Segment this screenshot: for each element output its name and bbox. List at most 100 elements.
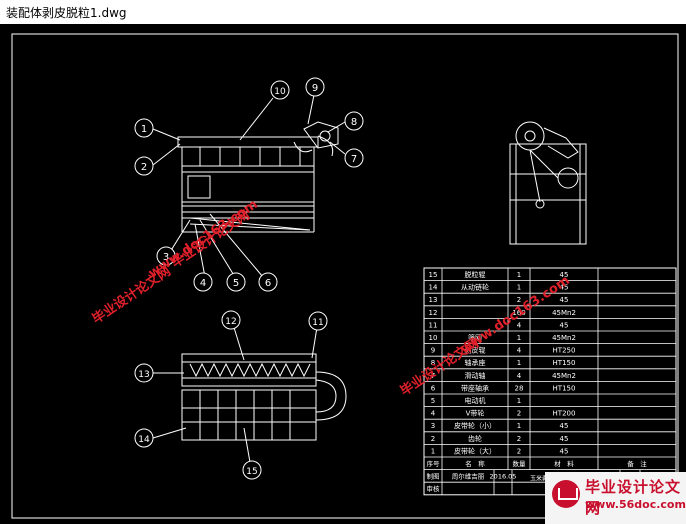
table-cell-name: 筛网 xyxy=(468,333,482,342)
svg-text:15: 15 xyxy=(246,467,257,477)
table-header-name: 名 称 xyxy=(465,459,485,468)
table-cell-qty: 1 xyxy=(517,271,521,279)
svg-text:12: 12 xyxy=(225,317,236,327)
table-cell-name: 皮带轮（小） xyxy=(454,421,496,430)
table-header-remark: 备 注 xyxy=(627,459,647,468)
table-cell-name: V带轮 xyxy=(466,409,485,418)
logo-name: 毕业设计论文网 xyxy=(585,478,682,517)
balloon-13: 13 xyxy=(134,363,154,383)
svg-text:6: 6 xyxy=(265,278,271,289)
title-block-date: 2016.05 xyxy=(490,473,517,481)
logo-url: www.56doc.com xyxy=(585,498,686,511)
table-cell-qty: 2 xyxy=(517,447,521,455)
balloon-12: 12 xyxy=(221,310,241,330)
table-cell-material: 45 xyxy=(560,435,569,443)
svg-text:5: 5 xyxy=(233,278,239,289)
table-header-qty: 数量 xyxy=(513,459,527,468)
table-cell-no: 2 xyxy=(431,435,435,443)
table-cell-qty: 1 xyxy=(517,422,521,430)
table-cell-no: 10 xyxy=(429,334,438,342)
table-cell-material: 45 xyxy=(560,447,569,455)
table-cell-no: 5 xyxy=(431,397,435,405)
balloon-6: 6 xyxy=(258,272,278,292)
svg-text:13: 13 xyxy=(138,370,149,380)
balloon-7: 7 xyxy=(344,148,364,168)
table-cell-material: 45 xyxy=(560,422,569,430)
table-cell-no: 13 xyxy=(429,296,438,304)
svg-text:4: 4 xyxy=(200,278,206,289)
svg-text:1: 1 xyxy=(141,124,147,135)
watermark-left-site-2: 毕业设计论文网 xyxy=(89,263,173,327)
table-cell-no: 14 xyxy=(429,284,438,292)
drawing-frame xyxy=(11,33,679,519)
table-cell-material: 45 xyxy=(560,321,569,329)
svg-text:9: 9 xyxy=(312,83,318,94)
balloon-2: 2 xyxy=(134,156,154,176)
balloon-8: 8 xyxy=(344,111,364,131)
top-view xyxy=(181,353,347,441)
title-block-drawn-label: 制图 xyxy=(427,472,440,481)
table-cell-name: 带座轴承 xyxy=(461,383,489,392)
table-cell-name: 皮带轮（大） xyxy=(454,446,496,455)
table-cell-material: 45Mn2 xyxy=(552,309,576,317)
table-cell-name: 滑动轴 xyxy=(465,371,486,380)
table-cell-material: HT250 xyxy=(553,347,576,355)
svg-text:14: 14 xyxy=(138,435,150,445)
table-cell-qty: 4 xyxy=(517,321,522,329)
table-cell-qty: 4 xyxy=(517,347,522,355)
table-header-no: 序号 xyxy=(427,459,441,468)
svg-text:11: 11 xyxy=(312,318,323,328)
table-cell-qty: 1 xyxy=(517,284,521,292)
table-cell-qty: 1 xyxy=(517,397,521,405)
table-cell-material: HT200 xyxy=(553,410,576,418)
table-cell-qty: 1 xyxy=(517,334,521,342)
balloon-10: 10 xyxy=(270,80,290,100)
table-cell-qty: 1 xyxy=(517,359,521,367)
balloon-14: 14 xyxy=(134,428,154,448)
table-cell-no: 11 xyxy=(429,321,438,329)
table-header-material: 材 料 xyxy=(554,459,574,468)
front-view xyxy=(177,121,339,233)
balloon-9: 9 xyxy=(305,77,325,97)
window-title-bar: 装配体剥皮脱粒1.dwg xyxy=(0,0,686,24)
table-cell-name: 轴承座 xyxy=(465,358,486,367)
svg-text:3: 3 xyxy=(163,252,169,263)
window-title: 装配体剥皮脱粒1.dwg xyxy=(6,6,127,20)
table-cell-qty: 2 xyxy=(517,435,521,443)
table-cell-qty: 28 xyxy=(515,384,524,392)
table-cell-no: 1 xyxy=(431,447,435,455)
table-cell-no: 12 xyxy=(429,309,438,317)
table-cell-qty: 160 xyxy=(512,309,525,317)
side-view xyxy=(509,121,587,245)
site-logo: 毕业设计论文网 www.56doc.com xyxy=(545,472,686,524)
logo-icon xyxy=(552,480,580,508)
table-cell-no: 4 xyxy=(431,410,436,418)
svg-text:10: 10 xyxy=(274,87,286,97)
table-cell-name: 从动链轮 xyxy=(461,283,489,292)
table-cell-material: HT150 xyxy=(553,359,576,367)
table-cell-material: HT150 xyxy=(553,384,576,392)
balloon-3: 3 xyxy=(156,246,176,266)
table-cell-name: 脱粒辊 xyxy=(465,270,486,279)
table-cell-no: 6 xyxy=(431,384,436,392)
table-cell-material: 45Mn2 xyxy=(552,334,576,342)
table-cell-no: 9 xyxy=(431,347,435,355)
table-cell-material: 45 xyxy=(560,296,569,304)
balloon-4: 4 xyxy=(193,272,213,292)
svg-text:2: 2 xyxy=(141,162,147,173)
table-cell-no: 7 xyxy=(431,372,435,380)
table-cell-no: 3 xyxy=(431,422,435,430)
table-cell-material: 45 xyxy=(560,271,569,279)
table-cell-no: 15 xyxy=(429,271,438,279)
svg-text:8: 8 xyxy=(351,117,357,128)
balloon-15: 15 xyxy=(242,460,262,480)
table-cell-name: 齿轮 xyxy=(468,434,482,443)
balloon-11: 11 xyxy=(308,311,328,331)
table-cell-qty: 2 xyxy=(517,410,521,418)
title-block-check-label: 审核 xyxy=(427,484,441,493)
table-cell-name: 剥皮辊 xyxy=(465,346,486,355)
balloon-callouts: 1 2 3 4 5 6 7 8 9 10 11 12 13 14 15 xyxy=(134,77,364,480)
